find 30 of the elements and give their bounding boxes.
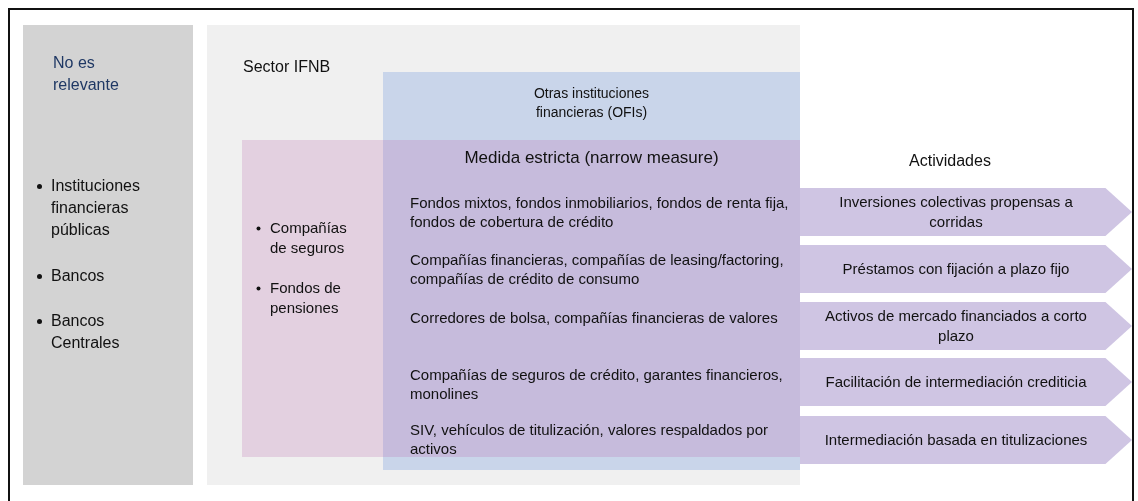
bullet-item: Instituciones financieras públicas xyxy=(51,176,141,240)
activity-text: Intermediación basada en titulizaciones xyxy=(823,430,1089,450)
activity-tag xyxy=(800,416,1132,464)
bullet-item: Fondos de pensiones xyxy=(270,278,342,318)
category-panel xyxy=(23,25,193,485)
institution-text: Compañías financieras, compañías de leasing/factoring, compañías de crédito de consumo xyxy=(410,250,785,288)
institution-text: Fondos mixtos, fondos inmobiliarios, fondos de renta fija, fondos de cobertura de crédito xyxy=(410,193,790,231)
activity-tag xyxy=(800,188,1132,236)
institution-text: Compañías de seguros de crédito, garantes financieros, monolines xyxy=(410,365,784,403)
sector-panel xyxy=(207,25,800,485)
panel-heading: Medida estricta (narrow measure) xyxy=(463,148,720,168)
bullet-item: Bancos Centrales xyxy=(51,311,121,353)
activity-text: Inversiones colectivas propensas a corridas xyxy=(838,192,1074,232)
institution-text: Corredores de bolsa, compañías financieras de valores xyxy=(410,308,779,327)
column-heading: Actividades xyxy=(908,152,992,170)
bullet-item: Compañías de seguros xyxy=(270,218,348,258)
activity-text: Préstamos con fijación a plazo fijo xyxy=(841,259,1071,279)
activity-text: Activos de mercado financiados a corto plazo xyxy=(824,306,1088,346)
activity-tag xyxy=(800,245,1132,293)
activity-text: Facilitación de intermediación crediticia xyxy=(824,372,1088,392)
bullet-item: Bancos xyxy=(51,266,106,286)
panel-heading: No es relevante xyxy=(53,53,120,95)
overlap-panel xyxy=(383,140,800,457)
institution-text: SIV, vehículos de titulización, valores respaldados por activos xyxy=(410,420,769,458)
category-panel xyxy=(242,140,383,457)
activity-tag xyxy=(800,302,1132,350)
activity-tag xyxy=(800,358,1132,406)
panel-heading: Sector IFNB xyxy=(243,58,331,76)
panel-heading: Otras instituciones financieras (OFIs) xyxy=(532,84,651,122)
category-panel xyxy=(383,72,800,470)
